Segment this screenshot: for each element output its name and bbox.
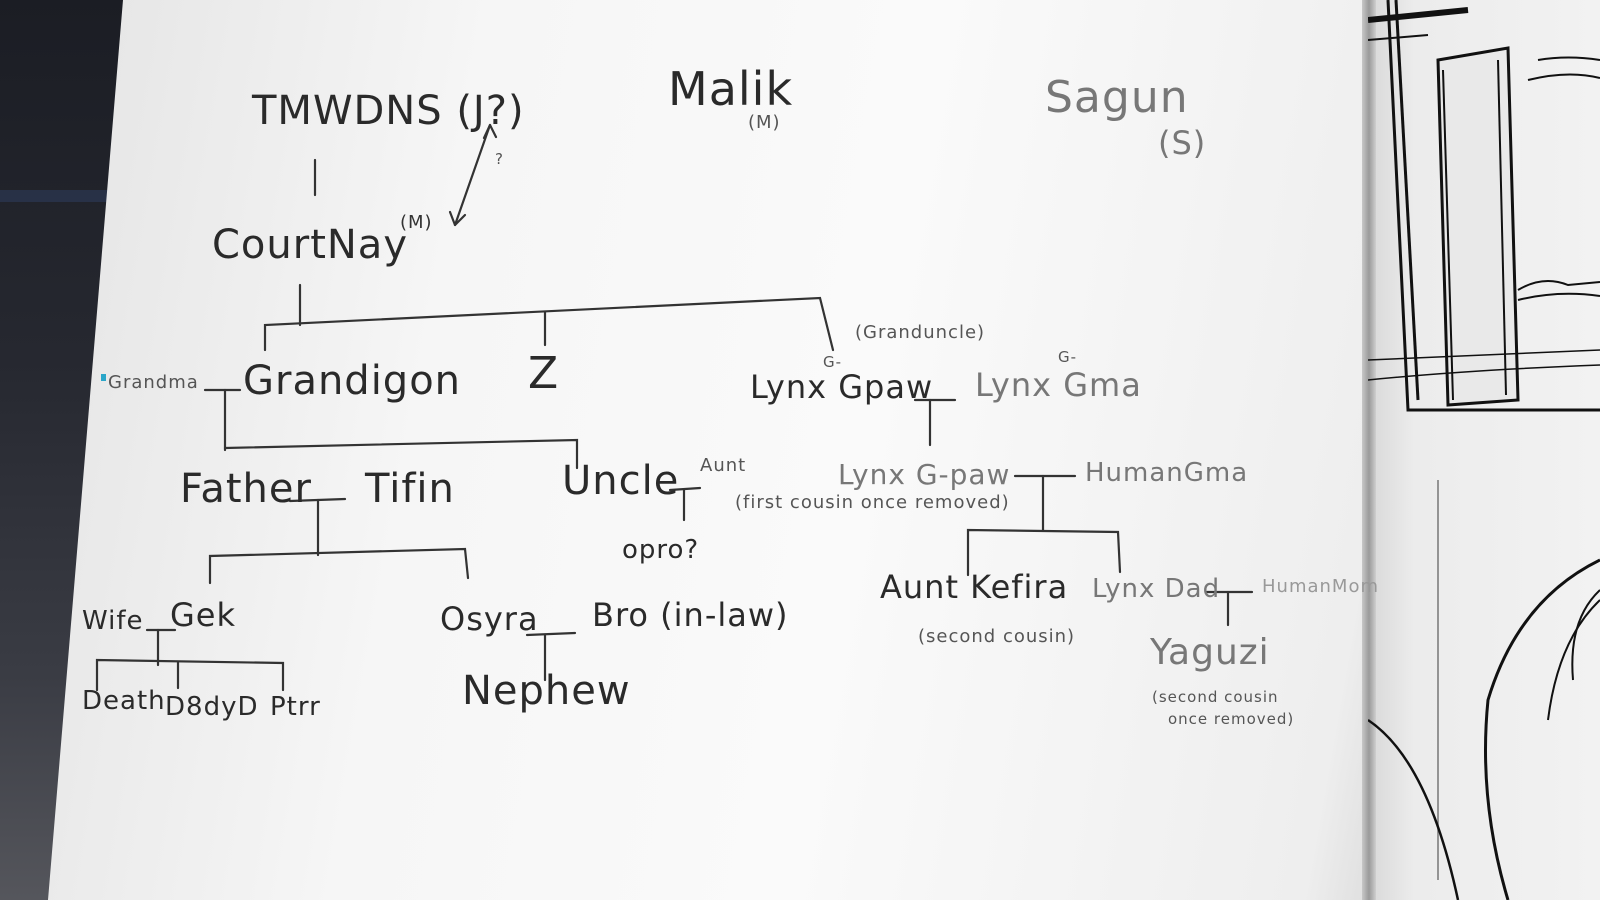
desk-monitor-strip	[0, 190, 120, 202]
notebook-page-left	[48, 0, 1378, 900]
notebook-gutter	[1362, 0, 1376, 900]
node-bro-in-law: Bro (in-law)	[592, 596, 789, 634]
node-nephew: Nephew	[462, 668, 631, 714]
node-grandma: Grandma	[108, 372, 199, 393]
node-death: Death	[82, 686, 166, 716]
node-osyra: Osyra	[440, 600, 539, 638]
node-courtnay: CourtNay	[212, 222, 408, 268]
yaguzi-note-line-1: (second cousin	[1152, 688, 1279, 706]
node-d8dyd: D8dyD	[165, 692, 259, 722]
node-gek: Gek	[170, 596, 237, 634]
node-wife: Wife	[82, 606, 144, 636]
node-malik-sub: (M)	[748, 112, 781, 133]
second-cousin-note: (second cousin)	[918, 626, 1076, 647]
granduncle-note: (Granduncle)	[855, 322, 986, 343]
first-cousin-note: (first cousin once removed)	[735, 492, 1010, 513]
node-lynx-gpaw: Lynx Gpaw	[750, 368, 934, 406]
node-yaguzi: Yaguzi	[1150, 632, 1270, 673]
node-father: Father	[180, 466, 312, 512]
yaguzi-note-line-2: once removed)	[1168, 710, 1295, 728]
node-tifin: Tifin	[365, 466, 455, 512]
node-z: Z	[528, 348, 560, 399]
node-uncle: Uncle	[562, 458, 680, 504]
node-sagun: Sagun	[1045, 72, 1189, 123]
node-sagun-sub: (S)	[1158, 124, 1207, 162]
node-human-gma: HumanGma	[1085, 458, 1249, 488]
node-aunt-kefira: Aunt Kefira	[880, 568, 1069, 606]
node-malik: Malik	[668, 62, 794, 116]
lynx-gpaw-mark: G-	[823, 353, 843, 371]
node-tmwdns: TMWDNS (J?)	[252, 88, 525, 134]
lynx-gma-mark: G-	[1058, 348, 1078, 366]
node-human-mom: HumanMom	[1262, 576, 1379, 597]
node-opro: opro?	[622, 535, 700, 565]
node-ptrr: Ptrr	[270, 692, 321, 722]
node-lynx-dad: Lynx Dad	[1092, 574, 1221, 604]
node-grandigon: Grandigon	[243, 358, 462, 404]
node-courtnay-tag: (M)	[400, 212, 433, 233]
blue-ink-dot	[101, 374, 106, 381]
node-lynx-gma: Lynx Gma	[975, 366, 1142, 404]
node-aunt: Aunt	[700, 455, 747, 476]
node-lynx-gpaw2: Lynx G-paw	[838, 458, 1011, 491]
arrow-question-mark: ?	[495, 150, 504, 168]
ink-sketch-drawing	[1368, 0, 1600, 900]
